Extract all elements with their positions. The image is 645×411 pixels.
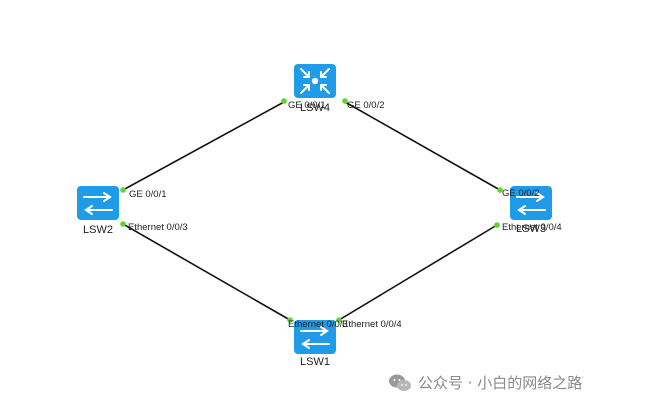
device-label-lsw2: LSW2 [83, 224, 113, 236]
device-label-lsw1: LSW1 [300, 356, 330, 368]
port-label-lsw3-a: GE 0/0/2 [502, 188, 540, 199]
link-lsw4-lsw3[interactable] [344, 101, 501, 191]
switch-icon [77, 186, 119, 220]
link-lsw4-lsw2[interactable] [122, 101, 285, 191]
core-switch-arrows-icon [300, 68, 330, 94]
port-dot [336, 317, 342, 323]
port-dot [287, 317, 293, 323]
watermark: 公众号 · 小白的网络之路 [388, 372, 582, 393]
port-dot [494, 222, 500, 228]
switch-arrows-icon [300, 326, 330, 349]
port-label-lsw4-a: GE 0/0/1 [288, 100, 326, 111]
device-label-lsw3: LSW3 [516, 223, 546, 235]
port-label-lsw2-b: Ethernet 0/0/3 [128, 222, 188, 233]
watermark-text: 公众号 · 小白的网络之路 [418, 374, 583, 392]
device-lsw3[interactable]: LSW3 [510, 186, 552, 235]
port-dot [342, 98, 348, 104]
device-lsw1[interactable]: LSW1 [294, 320, 336, 368]
device-label-lsw4: LSW4 [300, 102, 330, 114]
port-label-lsw1-b: Ethernet 0/0/4 [342, 319, 402, 330]
port-dot [497, 187, 503, 193]
core-switch-center-dot [311, 77, 319, 85]
switch-arrows-icon [83, 192, 113, 215]
port-dot [281, 98, 287, 104]
wechat-icon [389, 374, 411, 391]
port-label-lsw4-b: GE 0/0/2 [347, 100, 385, 111]
port-label-lsw1-a: Ethernet 0/0/3 [288, 319, 348, 330]
port-label-lsw2-a: GE 0/0/1 [129, 189, 167, 200]
port-dot [120, 221, 126, 227]
device-lsw4[interactable]: LSW4 [294, 64, 336, 114]
port-label-lsw3-b: Ethernet 0/0/4 [502, 222, 562, 233]
switch-arrows-icon [516, 192, 546, 215]
link-lsw2-lsw1[interactable] [122, 223, 291, 321]
device-lsw2[interactable]: LSW2 [77, 186, 119, 236]
link-lsw3-lsw1[interactable] [338, 224, 498, 321]
port-dot [120, 187, 126, 193]
